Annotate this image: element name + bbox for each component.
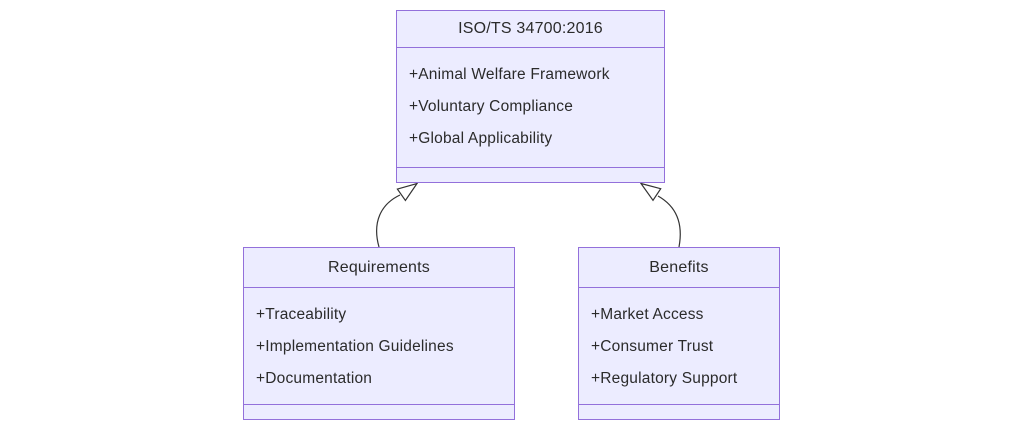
class-node-requirements: Requirements +Traceability +Implementati… <box>243 247 515 420</box>
class-attributes: +Animal Welfare Framework +Voluntary Com… <box>397 48 664 167</box>
class-title: Benefits <box>579 248 779 288</box>
class-methods-empty <box>244 404 514 419</box>
class-title: ISO/TS 34700:2016 <box>397 11 664 48</box>
inheritance-edge-benefits <box>639 182 681 248</box>
class-attribute: +Implementation Guidelines <box>256 338 454 355</box>
class-attribute: +Market Access <box>591 306 704 323</box>
class-attribute: +Documentation <box>256 370 373 387</box>
inheritance-arrowhead-icon <box>396 182 419 202</box>
class-attributes: +Market Access +Consumer Trust +Regulato… <box>579 288 779 404</box>
inheritance-edge-requirements <box>376 182 419 248</box>
class-attributes: +Traceability +Implementation Guidelines… <box>244 288 514 404</box>
class-node-benefits: Benefits +Market Access +Consumer Trust … <box>578 247 780 420</box>
class-node-iso-ts-34700-2016: ISO/TS 34700:2016 +Animal Welfare Framew… <box>396 10 665 183</box>
edge-line <box>657 195 681 248</box>
class-methods-empty <box>579 404 779 419</box>
class-methods-empty <box>397 167 664 182</box>
class-attribute: +Global Applicability <box>409 130 553 147</box>
edge-line <box>376 194 401 248</box>
class-attribute: +Consumer Trust <box>591 338 714 355</box>
class-attribute: +Animal Welfare Framework <box>409 66 610 83</box>
class-attribute: +Regulatory Support <box>591 370 738 387</box>
class-attribute: +Traceability <box>256 306 347 323</box>
class-title: Requirements <box>244 248 514 288</box>
inheritance-arrowhead-icon <box>639 182 662 202</box>
class-attribute: +Voluntary Compliance <box>409 98 574 115</box>
